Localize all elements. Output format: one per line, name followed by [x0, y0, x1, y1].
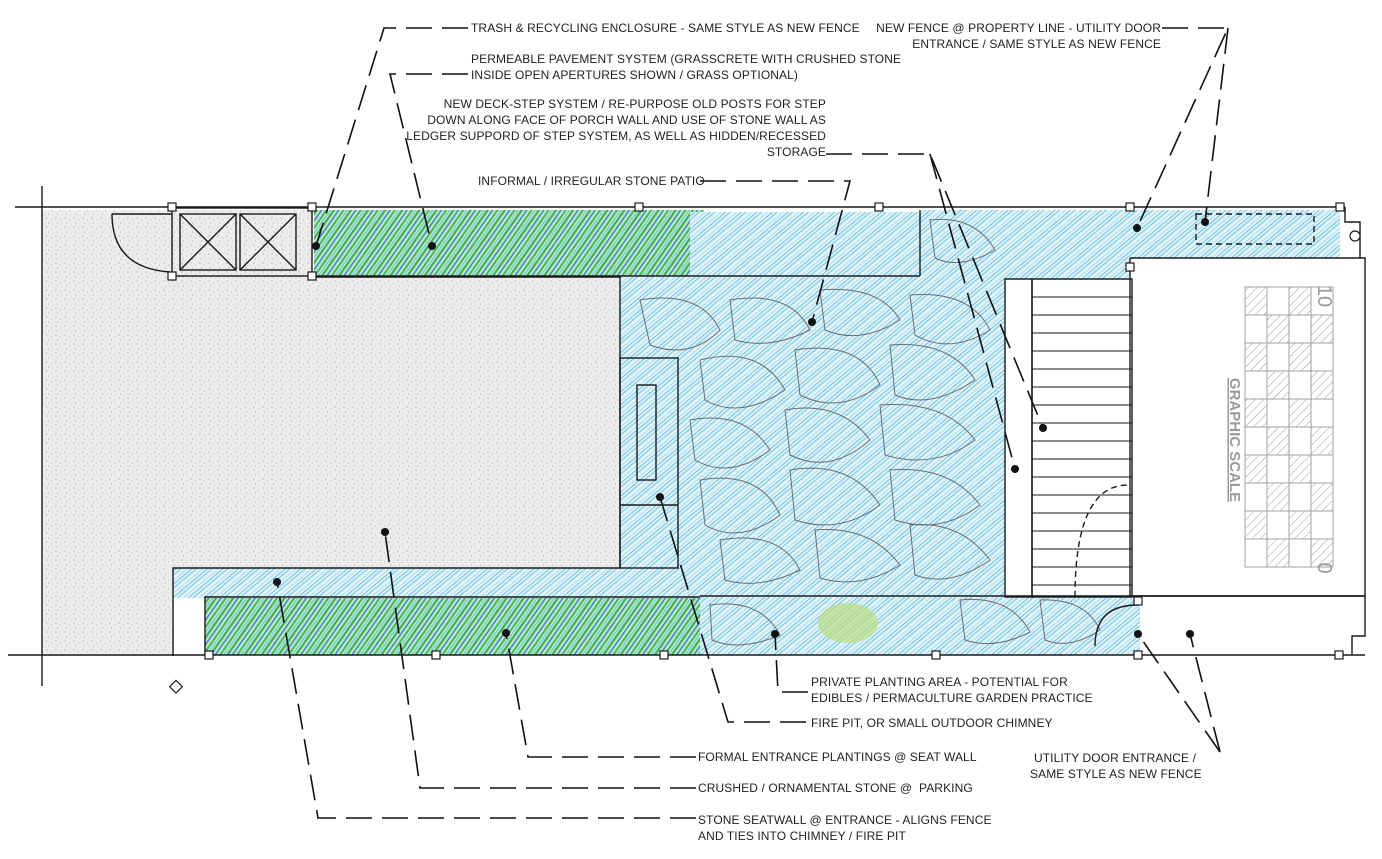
label-trash-enclosure: TRASH & RECYCLING ENCLOSURE - SAME STYLE… [471, 21, 860, 35]
deck-steps [1032, 296, 1132, 586]
edible-planting-patch [818, 603, 878, 643]
bottom-private-planting [700, 597, 1140, 655]
bottom-planting-strip [205, 597, 700, 655]
label-stone-patio: INFORMAL / IRREGULAR STONE PATIO [478, 174, 705, 188]
leader-dots [273, 218, 1209, 638]
fence-posts [167, 202, 1361, 694]
parking-gravel [42, 210, 620, 656]
graphic-scale [1244, 286, 1334, 568]
label-formal-plantings: FORMAL ENTRANCE PLANTINGS @ SEAT WALL [698, 750, 977, 764]
patio-stones [639, 218, 1101, 646]
scale-min-label: 0 [1313, 562, 1335, 573]
top-shrub-area [690, 212, 920, 276]
label-private-planting: PRIVATE PLANTING AREA - POTENTIAL FOR ED… [811, 675, 1093, 705]
label-fire-pit: FIRE PIT, OR SMALL OUTDOOR CHIMNEY [811, 716, 1053, 730]
label-utility-door: UTILITY DOOR ENTRANCE / SAME STYLE AS NE… [1030, 751, 1202, 781]
label-stone-seatwall: STONE SEATWALL @ ENTRANCE - ALIGNS FENCE… [698, 813, 992, 843]
label-permeable-pavement: PERMEABLE PAVEMENT SYSTEM (GRASSCRETE WI… [471, 52, 902, 82]
top-planting-strip [314, 210, 704, 276]
scale-max-label: 10 [1313, 285, 1335, 307]
label-deck-step-system: NEW DECK-STEP SYSTEM / RE-PURPOSE OLD PO… [406, 97, 826, 159]
fence-corner-blue [1090, 210, 1340, 258]
scale-title: GRAPHIC SCALE [1226, 378, 1243, 502]
patio-area [620, 210, 1005, 596]
label-crushed-stone: CRUSHED / ORNAMENTAL STONE @ PARKING [698, 781, 973, 795]
bottom-seatwall-strip [173, 568, 703, 598]
label-new-fence: NEW FENCE @ PROPERTY LINE - UTILITY DOOR… [876, 21, 1161, 51]
leader-lines [276, 27, 1230, 819]
